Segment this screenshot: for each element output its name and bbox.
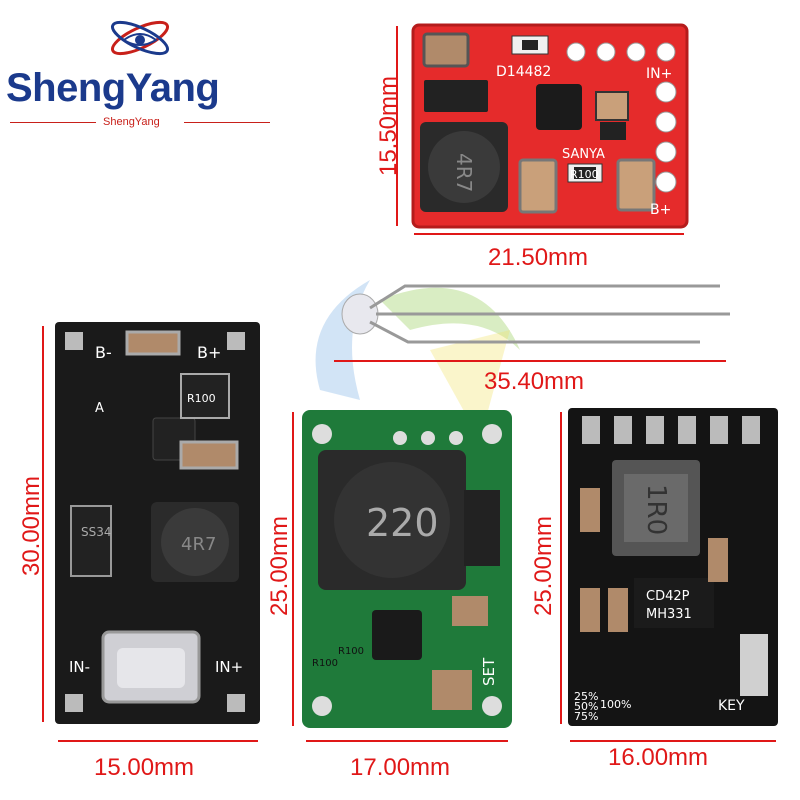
red-maker-label: SANYA [562, 147, 605, 162]
dim-line-led [334, 360, 726, 362]
dim-line-small-width [570, 740, 776, 742]
green-inductor-label: 220 [366, 501, 439, 545]
small-50-label: 50% [574, 700, 598, 713]
typec-diode-label: SS34 [81, 525, 112, 539]
led-length-label: 35.40mm [484, 368, 585, 395]
brand-tagline: ShengYang [103, 116, 160, 128]
typec-in-minus-label: IN- [69, 658, 90, 676]
typec-b-plus-label: B+ [197, 343, 221, 362]
brand-underline [184, 122, 270, 123]
green-charger-module: 220 SET R100 R100 [302, 410, 512, 728]
small-width-label: 16.00mm [608, 744, 709, 771]
red-pin-in-label: IN+ [646, 66, 672, 82]
typec-resistor-label: R100 [187, 392, 216, 405]
red-resistor-label: R100 [570, 168, 599, 181]
led-component [341, 284, 730, 344]
typec-b-minus-label: B- [95, 343, 112, 362]
small-height-label: 25.00mm [530, 515, 557, 617]
typec-in-plus-label: IN+ [215, 658, 243, 676]
small-chip2-label: MH331 [646, 607, 692, 622]
brand-underline [10, 122, 96, 123]
green-set-label: SET [480, 657, 498, 686]
green-height-label: 25.00mm [266, 515, 293, 617]
dim-line-green-width [306, 740, 508, 742]
dim-line-typec-height [42, 326, 44, 722]
black-small-module: 1R0 CD42P MH331 25% 50% 75% 100% KEY [568, 408, 778, 726]
black-typec-module: B- B+ A R100 4R7 SS34 IN- IN+ [55, 322, 260, 724]
green-resistor1-label: R100 [312, 658, 338, 669]
red-chip-label: D14482 [496, 64, 551, 80]
small-key-label: KEY [718, 698, 745, 714]
typec-height-label: 30.00mm [18, 475, 45, 577]
small-100-label: 100% [600, 698, 631, 711]
small-25-label: 25% [574, 690, 598, 703]
brand-logo: ShengYang ShengYang [0, 0, 290, 135]
red-height-label: 15.50mm [375, 75, 402, 177]
dim-line-typec-width [58, 740, 258, 742]
dim-line-small-height [560, 412, 562, 724]
typec-a-label: A [95, 401, 104, 416]
red-pin-b-label: B+ [650, 202, 671, 218]
green-resistor2-label: R100 [338, 646, 364, 657]
red-width-label: 21.50mm [488, 244, 589, 271]
typec-width-label: 15.00mm [94, 754, 195, 781]
red-inductor-label: 4R7 [452, 153, 476, 192]
small-inductor-label: 1R0 [641, 484, 671, 535]
brand-name: ShengYang [6, 66, 220, 110]
red-charger-module: D14482 IN+ B+ SANYA R100 4R7 [411, 23, 689, 229]
typec-inductor-label: 4R7 [181, 534, 216, 555]
green-width-label: 17.00mm [350, 754, 451, 781]
dim-line-red-height [396, 26, 398, 226]
small-75-label: 75% [574, 710, 598, 723]
eye-logo-icon [110, 20, 170, 56]
dim-line-green-height [292, 412, 294, 726]
dim-line-red-width [414, 233, 684, 235]
small-chip1-label: CD42P [646, 589, 690, 604]
